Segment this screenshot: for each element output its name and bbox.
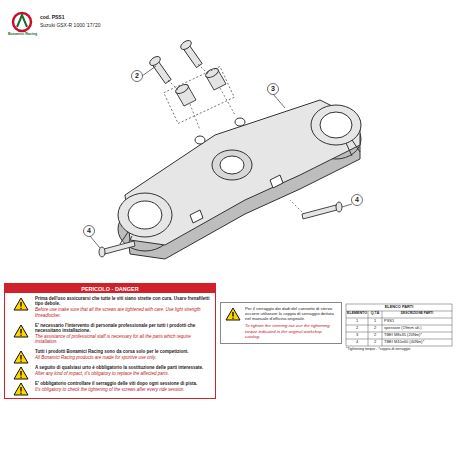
logo [13,13,31,31]
warning-text: Prima dell'uso assicurarsi che tutte le … [5,296,215,307]
title-text: Suzuki GSX-R 1000 '17/'20 [40,23,101,29]
table-cell: ELENCO PARTI [346,305,452,309]
warning-icon [225,307,241,321]
table-cell: 1 [346,319,368,323]
side-screws [99,202,342,257]
callout-number: 4 [84,227,94,235]
title-text: cod. PSS1 [40,15,64,21]
warning-text: It's obligatory to check the tightening … [5,387,215,392]
table-cell: TBEI M8x35 (20Nm)* [384,333,422,337]
warning-text: E' obbligatorio controllare il serraggio… [5,381,215,386]
table-cell: DESCRIZIONE PARTI [382,312,452,316]
warning-icon [13,382,29,396]
warning-text: Before use make sure that all the screws… [5,307,215,318]
warning-icon [13,366,29,380]
table-cell: ELEMENTO [346,312,368,316]
note-text: Per il serraggio dei dadi del cannotto d… [221,303,341,322]
warning-text: A seguito di qualsiasi urto è obbligator… [5,365,215,370]
warning-icon [13,297,29,311]
callout-number: 2 [132,72,142,80]
warning-text: After any kind of impact, it's obligator… [5,371,215,376]
table-cell: 1 [368,319,382,323]
bolts-spacers [148,39,226,106]
table-cell: 2 [368,340,382,344]
table-cell: 2 [368,333,382,337]
note-text: To tighten the steering nut use the tigh… [221,322,341,340]
table-cell: 2 [368,326,382,330]
triple-clamp [118,100,361,259]
note-box: Per il serraggio dei dadi del cannotto d… [220,302,342,344]
table-cell: 4 [346,340,368,344]
warning-icon [13,350,29,364]
warning-text: All Bonamici Racing products are made fo… [5,355,215,360]
warning-text: Tutti i prodotti Bonamici Racing sono da… [5,349,215,354]
warning-icon [13,324,29,338]
callout-number: 4 [352,196,362,204]
table-note: *Tightening torque - *coppia di serraggi… [346,348,410,352]
callout-circles [84,66,363,248]
table-cell: spessore (19mm alt.) [384,326,422,330]
table-cell: Q.TÀ [368,312,382,316]
table-cell: 3 [346,333,368,337]
parts-table-grid [346,304,452,346]
danger-heading: PERICOLO - DANGER [5,284,215,293]
danger-panel: PERICOLO - DANGER Prima dell'uso assicura… [4,283,216,399]
logo-text: Bonamici Racing [8,33,37,37]
table-cell: PSS1 [384,319,394,323]
table-cell: 2 [346,326,368,330]
warning-text: The assistance of professional staff is … [5,334,215,345]
warning-text: E' necessario l'intervento di personale … [5,323,215,334]
table-cell: TBEI M10x60 (40Nm)* [384,340,424,344]
callout-number: 3 [268,85,278,93]
